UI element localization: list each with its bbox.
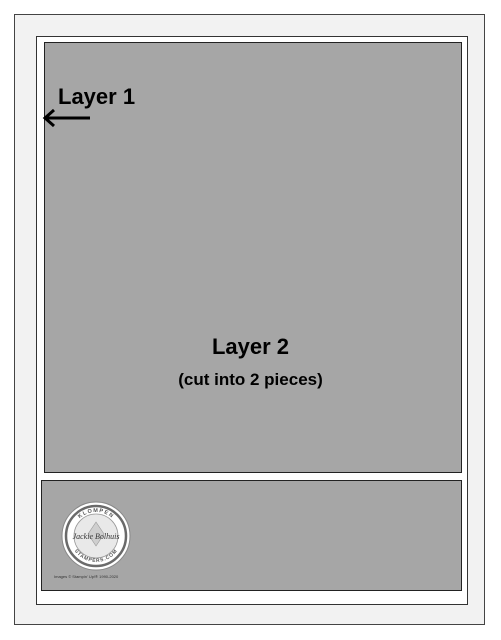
layer-1-label: Layer 1 — [58, 84, 136, 109]
copyright-text: Images © Stampin' Up!® 1990-2020 — [54, 574, 119, 579]
layer-2-top-piece — [44, 42, 462, 473]
klompen-stampers-logo: KLOMPEN Jackie Bolhuis STAMPERS.COM — [61, 501, 131, 571]
layer-2-note: (cut into 2 pieces) — [178, 370, 323, 389]
layer-2-label: Layer 2 — [211, 334, 290, 359]
left-arrow-icon — [42, 108, 90, 128]
logo-top-text: KLOMPEN — [77, 508, 114, 520]
logo-name: Jackie Bolhuis — [73, 532, 120, 541]
svg-text:KLOMPEN: KLOMPEN — [77, 508, 115, 520]
